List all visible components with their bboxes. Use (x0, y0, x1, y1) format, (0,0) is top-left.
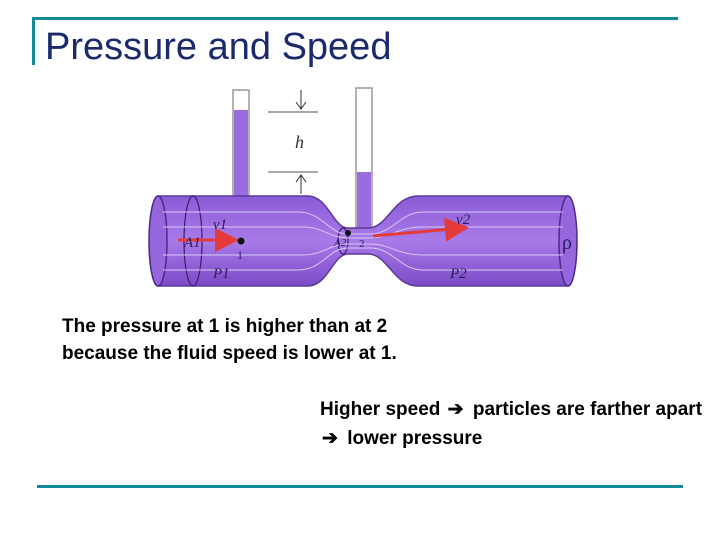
point-1-dot (237, 237, 245, 245)
right-arrow-icon-2: ➔ (322, 428, 338, 449)
label-v1: v1 (213, 217, 227, 233)
label-point-1: 1 (237, 248, 243, 262)
left-standpipe-fluid (234, 110, 248, 202)
point-2-dot (345, 230, 351, 236)
title-frame-top (32, 17, 678, 20)
venturi-diagram: h v1 v2 A1 A2 P1 P2 1 2 ρ (148, 87, 578, 287)
label-v2: v2 (456, 212, 471, 228)
label-rho: ρ (562, 232, 572, 254)
slide-title: Pressure and Speed (45, 26, 392, 68)
title-frame-left (32, 17, 35, 65)
key-idea-text: Higher speed ➔ particles are farther apa… (320, 395, 710, 453)
left-end-cap (148, 195, 168, 287)
bottom-rule (37, 485, 683, 488)
note-part-3: lower pressure (347, 428, 483, 449)
right-arrow-icon: ➔ (447, 399, 464, 420)
label-p2: P2 (449, 266, 467, 282)
explanation-text: The pressure at 1 is higher than at 2 be… (62, 316, 397, 364)
label-p1: P1 (212, 266, 230, 282)
note-part-1: Higher speed (320, 399, 441, 420)
note-part-2: particles are farther apart (472, 399, 703, 420)
area-a2-section (337, 227, 349, 255)
label-h: h (295, 132, 304, 152)
label-point-2: 2 (359, 238, 365, 250)
label-a1: A1 (183, 235, 201, 251)
right-end-cap (558, 195, 578, 287)
streamlines (163, 211, 563, 271)
right-standpipe-fluid (357, 172, 371, 232)
label-a2: A2 (333, 237, 347, 249)
v2-arrow (372, 217, 469, 242)
